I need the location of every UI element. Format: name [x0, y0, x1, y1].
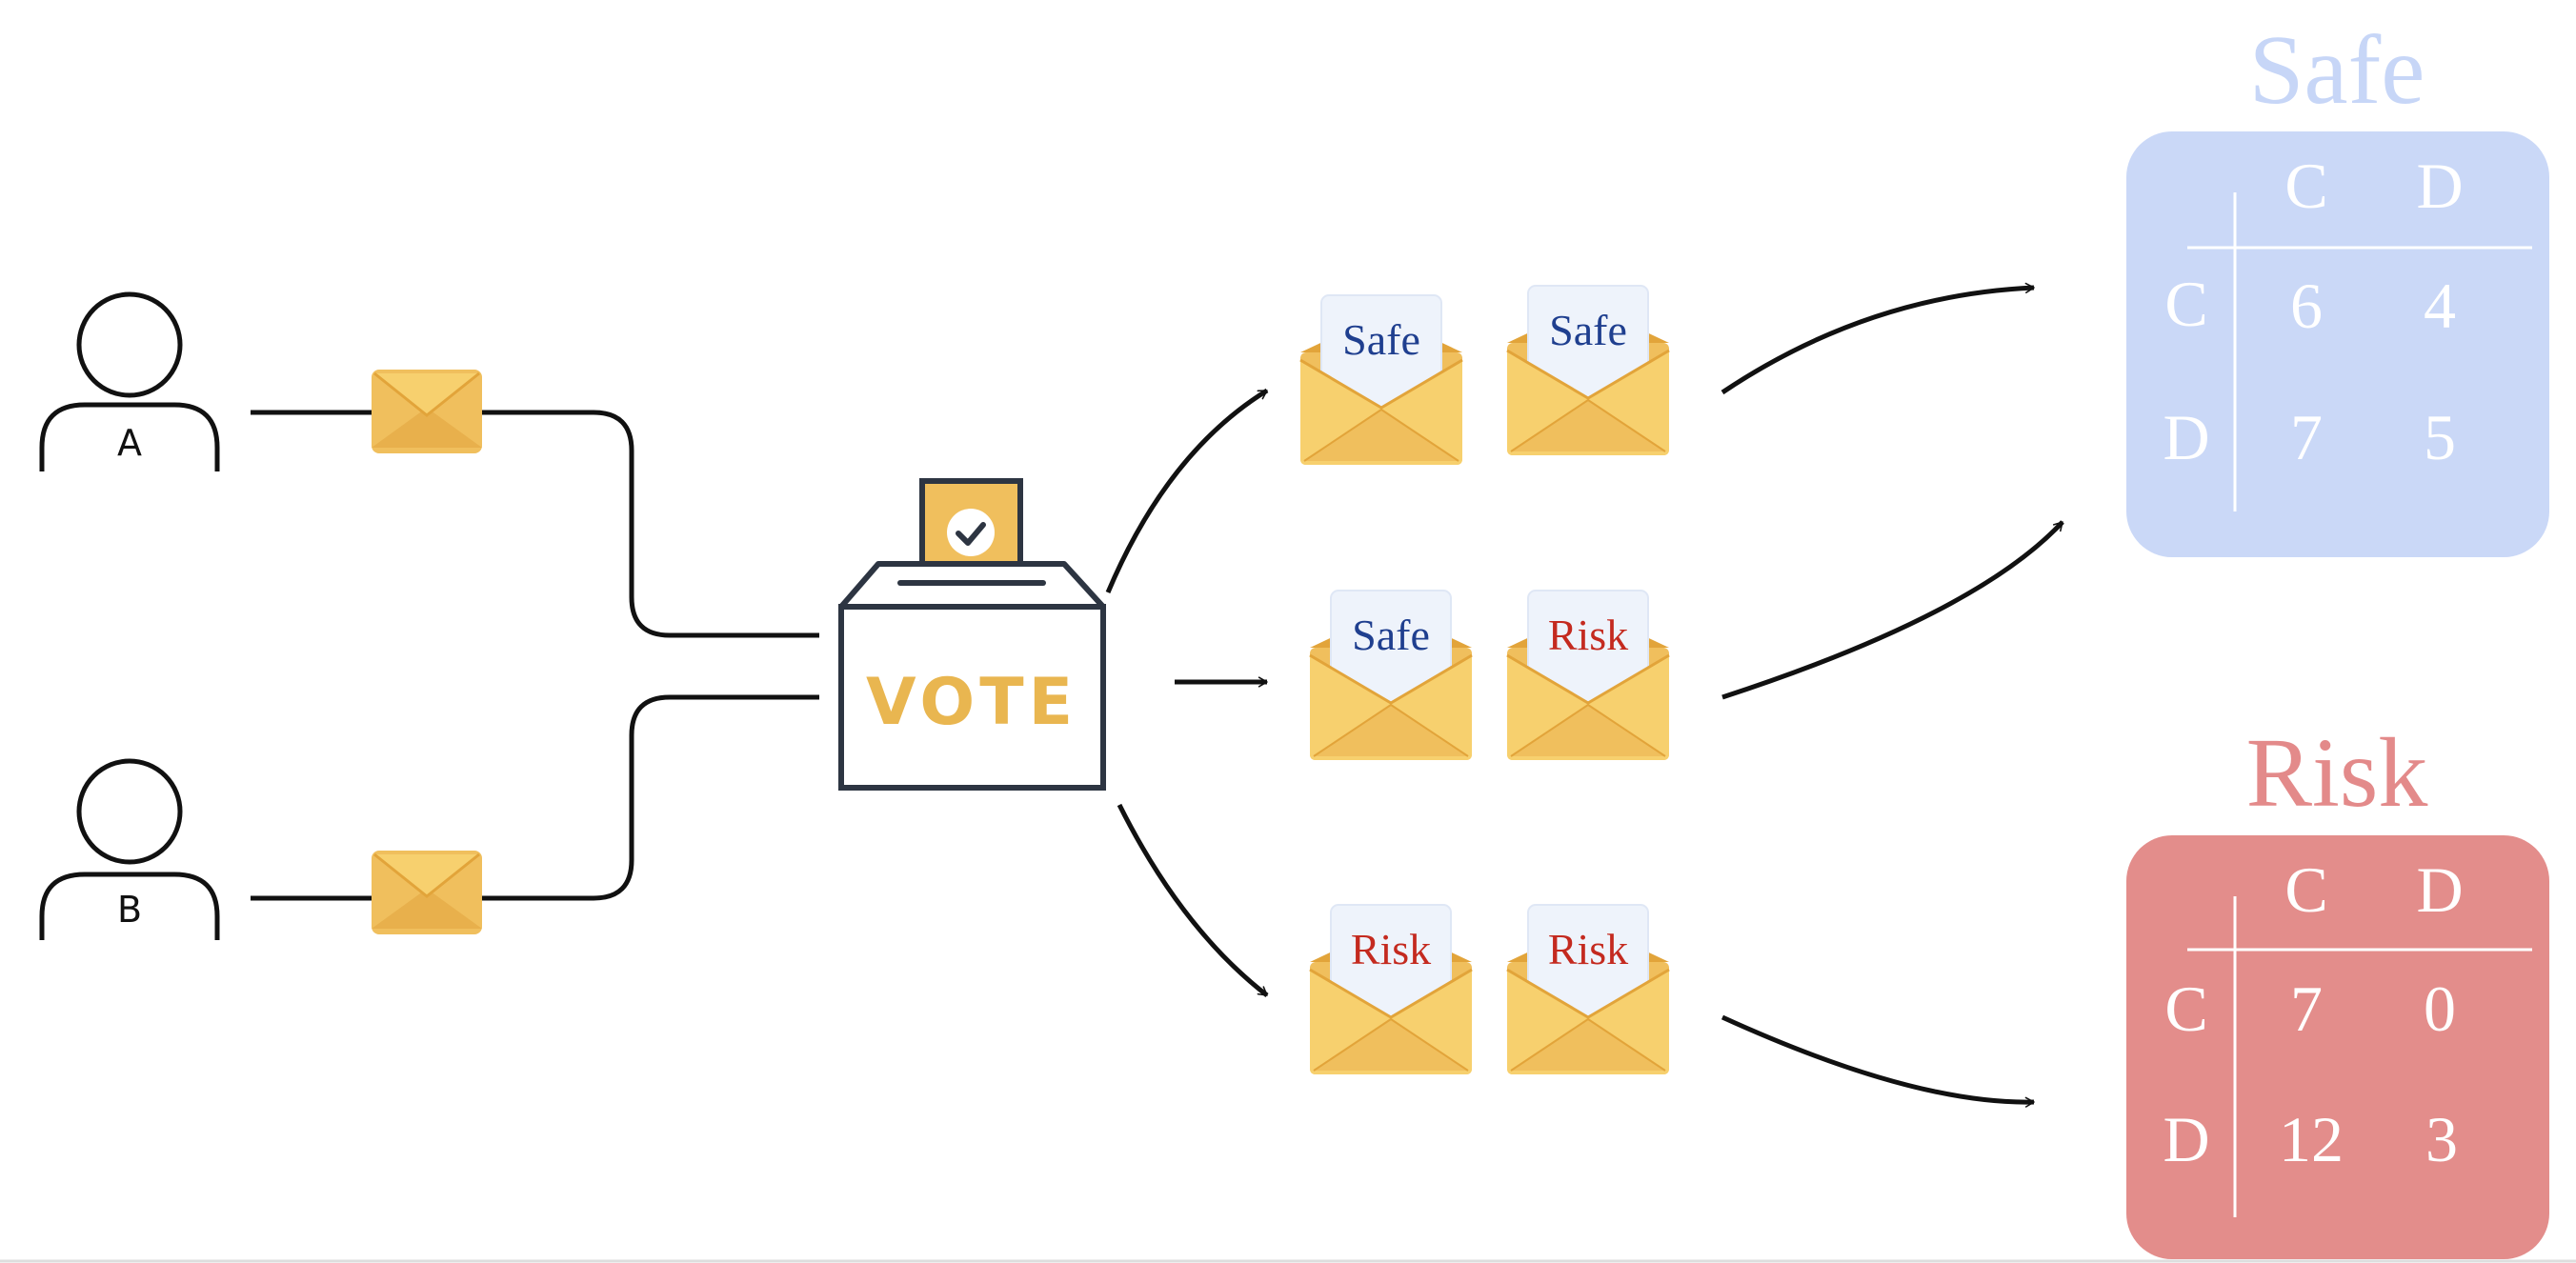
vote-card-label: Risk: [1548, 925, 1628, 973]
column-header: D: [2416, 150, 2463, 222]
column-header: C: [2284, 853, 2327, 926]
game-title: Safe: [2249, 15, 2425, 125]
game-title: Risk: [2246, 718, 2428, 828]
payoff-cell: 4: [2424, 270, 2456, 342]
column-header: C: [2284, 150, 2327, 222]
ballot-box-body: [838, 604, 1106, 791]
payoff-cell: 5: [2424, 401, 2456, 473]
column-header: D: [2416, 853, 2463, 926]
open-envelope-icon: Safe: [1506, 285, 1670, 455]
open-envelope-icon: Risk: [1506, 590, 1670, 760]
vote-card-label: Safe: [1342, 315, 1420, 364]
vote-card-label: Risk: [1548, 611, 1628, 659]
checkmark-icon: [947, 509, 995, 556]
ballot-box: VOTE: [838, 478, 1106, 791]
risk-game: Risk C D C D 7 0 12 3: [2126, 718, 2549, 1259]
vote-card-label: Safe: [1549, 306, 1627, 354]
game-panel: [2126, 131, 2549, 557]
arrow-outcome-3-to-risk: [1721, 1014, 2035, 1108]
row-header: D: [2163, 401, 2209, 473]
row-header: C: [2164, 972, 2207, 1045]
arrow-outcome-2-to-safe: [1721, 520, 2064, 700]
voter-label: B: [117, 889, 142, 931]
payoff-cell: 3: [2425, 1103, 2458, 1175]
closed-envelope-icon: [372, 851, 482, 934]
connector-a-to-box: [251, 410, 819, 638]
safe-game: Safe C D C D 6 4 7 5: [2126, 15, 2549, 557]
arrow-to-outcome-1: [1105, 388, 1269, 593]
ballot-box-label: VOTE: [866, 665, 1077, 740]
vote-card-label: Risk: [1351, 925, 1431, 973]
payoff-cell: 7: [2290, 972, 2323, 1045]
open-envelope-icon: Safe: [1309, 590, 1473, 760]
person-head-icon: [76, 291, 183, 398]
voter-a: A: [39, 291, 220, 471]
voter-label: A: [117, 422, 142, 464]
person-head-icon: [76, 758, 183, 865]
vote-card-label: Safe: [1352, 611, 1430, 659]
open-envelope-icon: Risk: [1506, 904, 1670, 1074]
open-envelope-icon: Risk: [1309, 904, 1473, 1074]
game-panel: [2126, 835, 2549, 1259]
arrow-to-outcome-3: [1117, 803, 1269, 997]
person-body-icon: [39, 402, 220, 471]
payoff-cell: 7: [2290, 401, 2323, 473]
row-header: D: [2163, 1103, 2209, 1175]
payoff-cell: 6: [2290, 270, 2323, 342]
open-envelope-icon: Safe: [1299, 294, 1463, 465]
person-body-icon: [39, 872, 220, 940]
arrow-outcome-1-to-safe: [1721, 282, 2035, 395]
row-header: C: [2164, 268, 2207, 340]
closed-envelope-icon: [372, 370, 482, 453]
payoff-cell: 0: [2424, 972, 2456, 1045]
payoff-cell: 12: [2279, 1103, 2344, 1175]
voter-b: B: [39, 758, 220, 940]
connector-b-to-box: [251, 694, 819, 901]
